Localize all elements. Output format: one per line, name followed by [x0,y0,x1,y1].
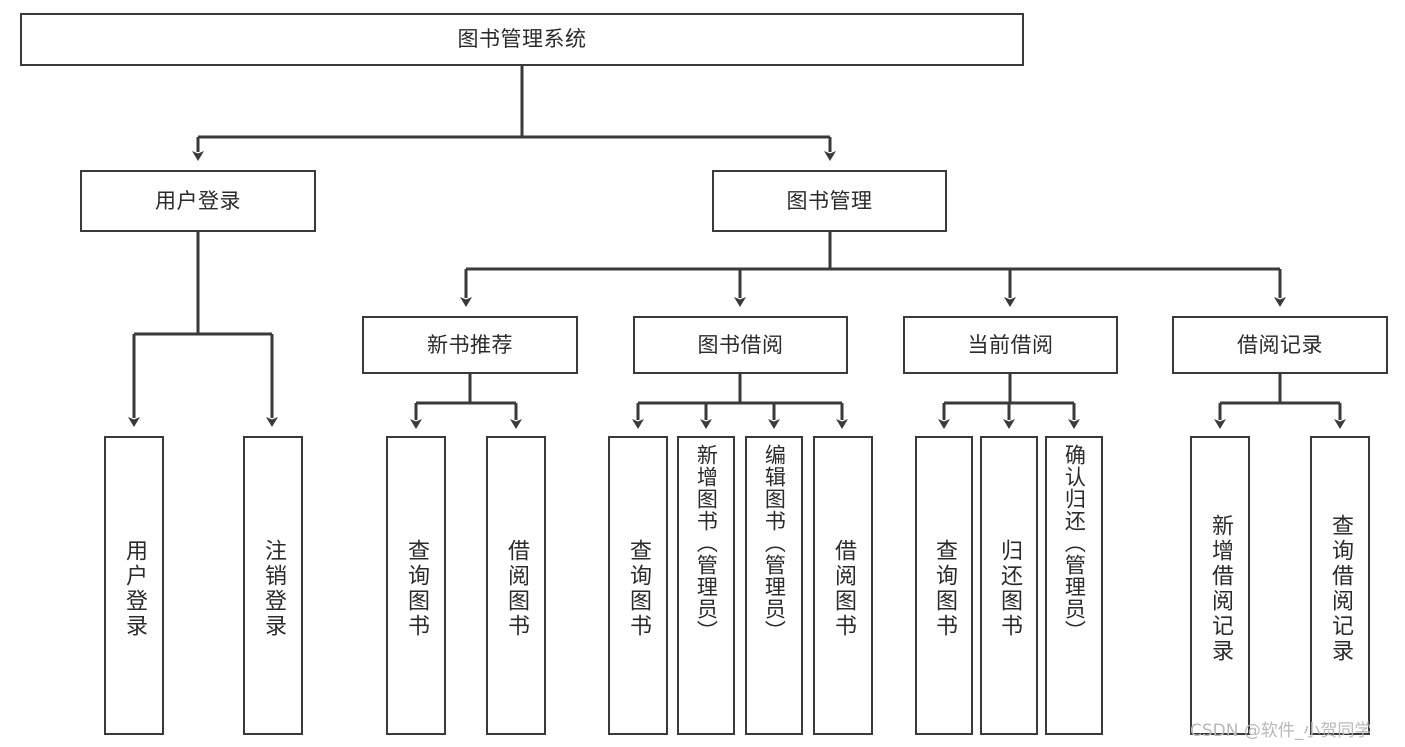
leaf-borrow-add-book-admin[interactable]: 新增图书（管理员） [677,436,735,735]
node-label: 查询借阅记录 [1327,513,1353,664]
node-user-login[interactable]: 用户登录 [80,170,316,232]
node-current-borrow[interactable]: 当前借阅 [903,316,1118,374]
node-label: 确认归还（管理员） [1062,444,1087,642]
node-label: 新增借阅记录 [1207,513,1233,664]
node-label: 编辑图书（管理员） [762,444,787,642]
leaf-current-confirm-return-admin[interactable]: 确认归还（管理员） [1045,436,1103,735]
leaf-record-add-record[interactable]: 新增借阅记录 [1190,436,1250,735]
node-label: 图书借阅 [697,332,784,357]
node-label: 图书管理 [786,188,873,213]
leaf-user-login-logout[interactable]: 注销登录 [243,436,303,735]
node-borrow-record[interactable]: 借阅记录 [1172,316,1388,374]
leaf-borrow-query-book[interactable]: 查询图书 [608,436,668,735]
node-label: 注销登录 [260,538,286,639]
leaf-borrow-borrow-book[interactable]: 借阅图书 [813,436,873,735]
node-label: 查询图书 [403,538,429,639]
node-new-book-recommend[interactable]: 新书推荐 [362,316,578,374]
node-root-system[interactable]: 图书管理系统 [20,13,1024,66]
leaf-recommend-borrow-book[interactable]: 借阅图书 [486,436,546,735]
node-label: 借阅图书 [830,538,856,639]
node-label: 用户登录 [121,538,147,639]
leaf-record-query-record[interactable]: 查询借阅记录 [1310,436,1370,735]
node-label: 新增图书（管理员） [694,444,719,642]
leaf-current-return-book[interactable]: 归还图书 [980,436,1038,735]
node-label: 借阅记录 [1237,332,1323,357]
leaf-user-login-login[interactable]: 用户登录 [104,436,164,735]
node-label: 新书推荐 [427,332,513,357]
node-label: 查询图书 [931,538,957,639]
node-label: 用户登录 [155,188,241,213]
leaf-current-query-book[interactable]: 查询图书 [915,436,973,735]
leaf-borrow-edit-book-admin[interactable]: 编辑图书（管理员） [745,436,803,735]
csdn-watermark: CSDN @软件_小贺同学 [1190,721,1372,741]
node-book-management[interactable]: 图书管理 [712,170,947,232]
node-label: 查询图书 [625,538,651,639]
node-label: 图书管理系统 [457,27,587,52]
leaf-recommend-query-book[interactable]: 查询图书 [386,436,446,735]
node-label: 归还图书 [996,538,1022,639]
node-label: 借阅图书 [503,538,529,639]
node-label: 当前借阅 [967,332,1054,357]
node-book-borrow[interactable]: 图书借阅 [633,316,848,374]
